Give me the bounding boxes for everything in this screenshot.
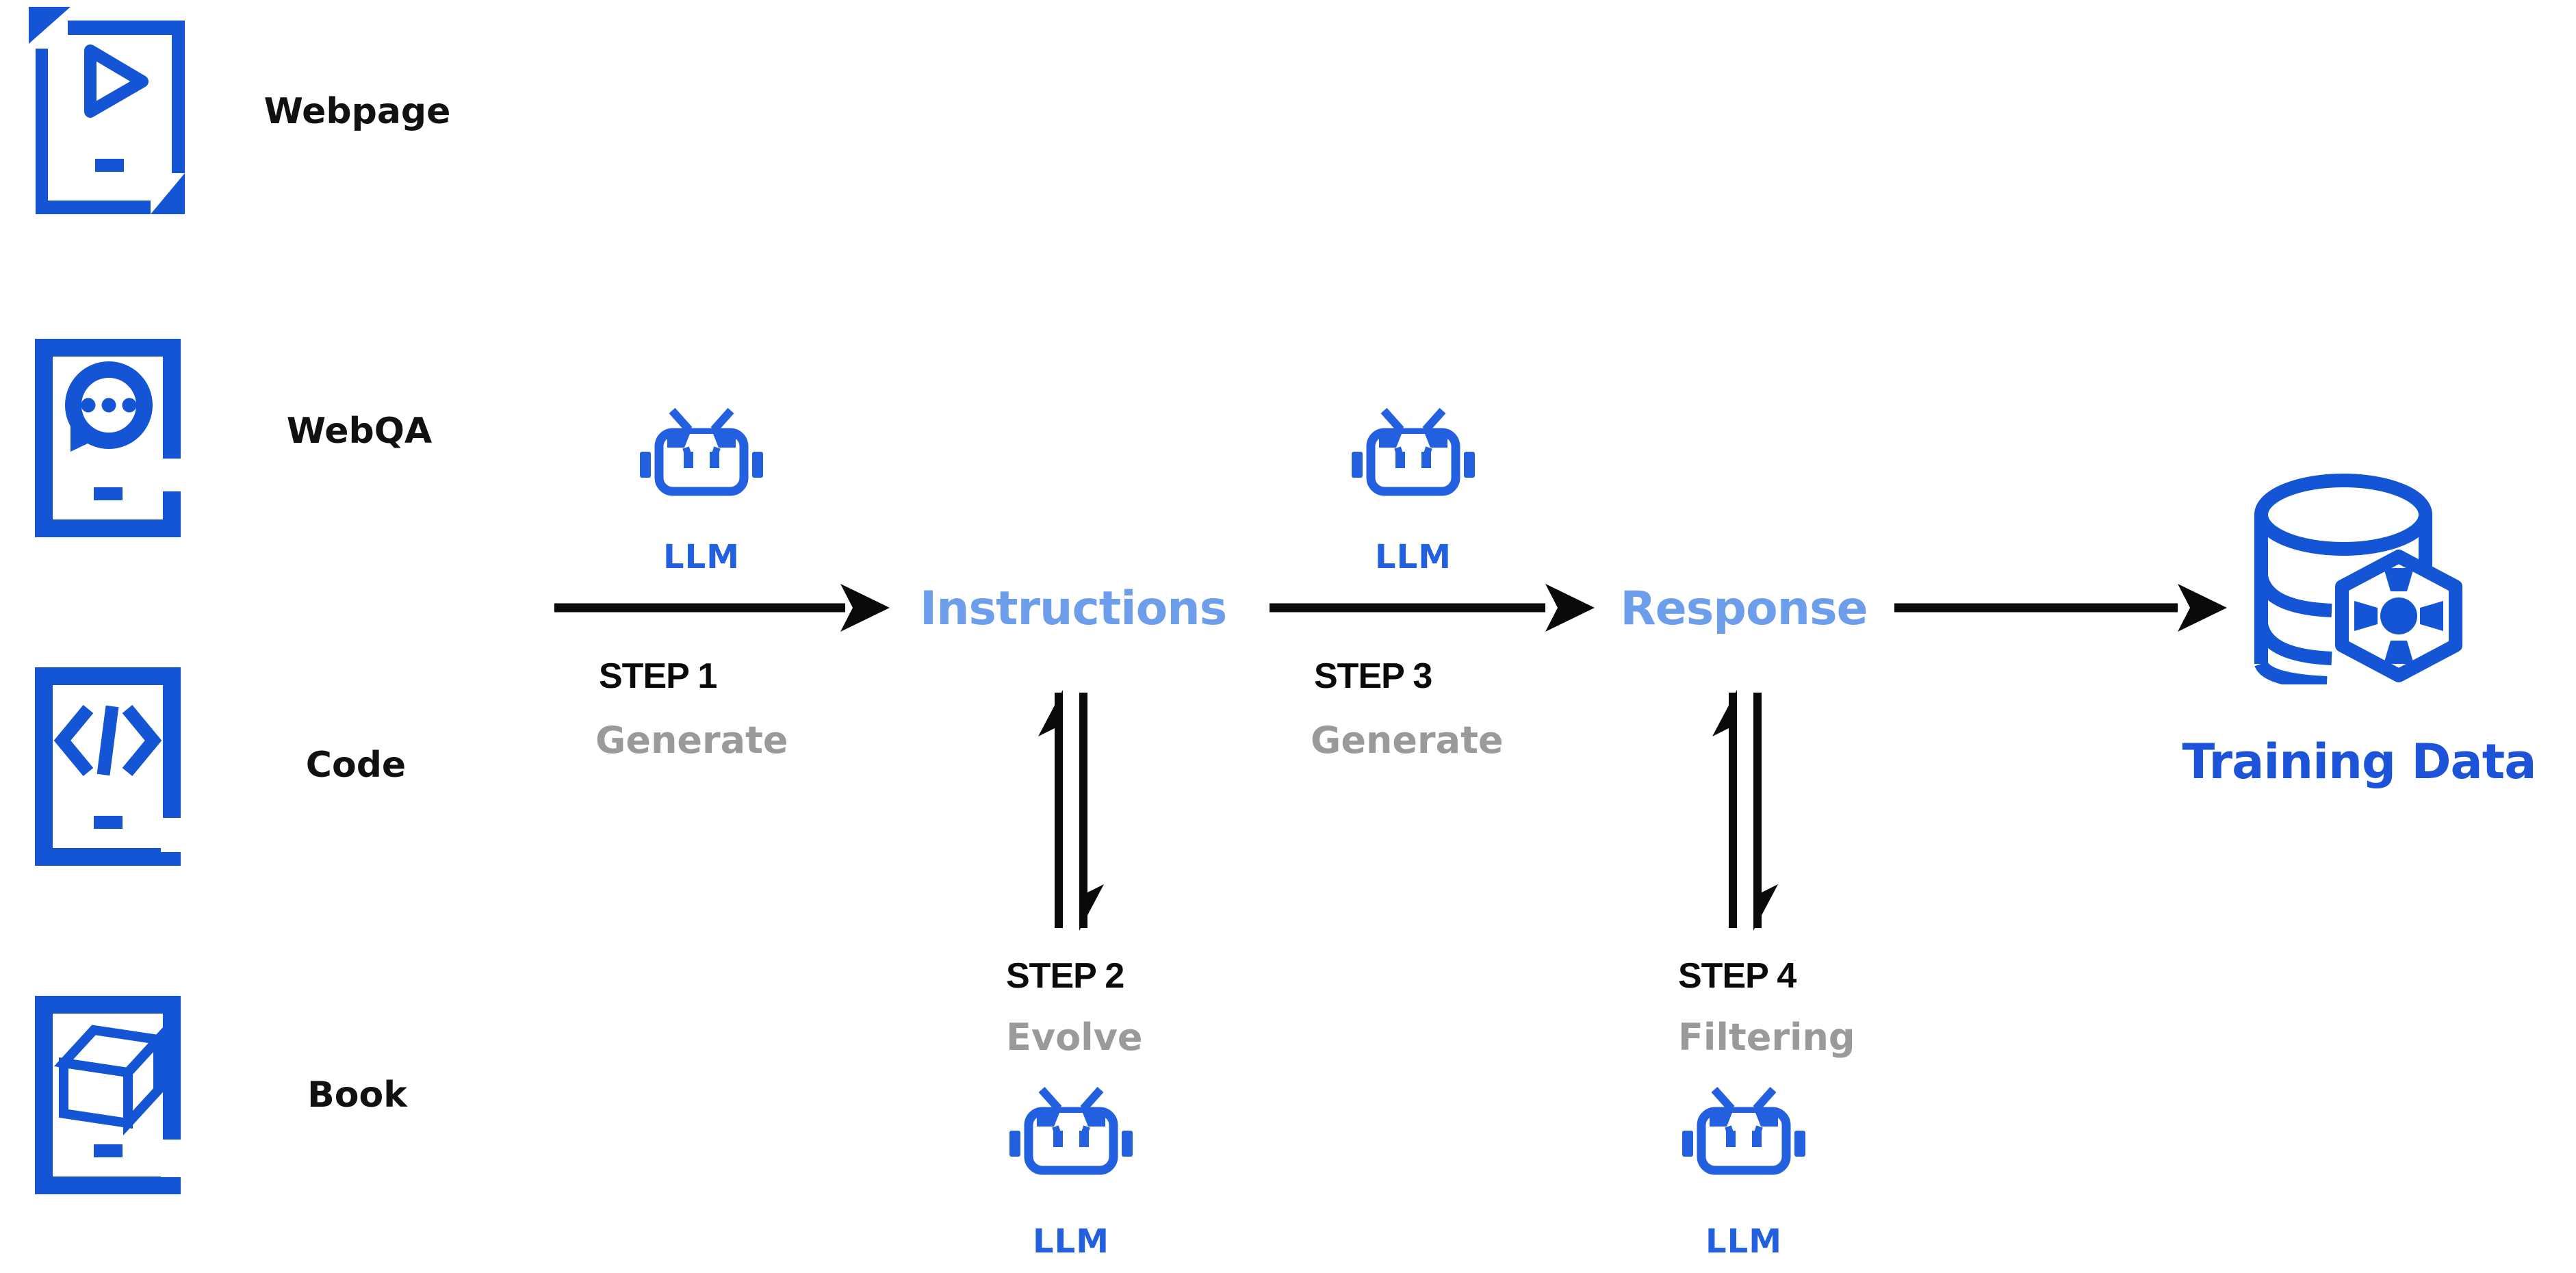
llm-label: LLM — [1375, 538, 1452, 576]
node-response: Response — [1620, 582, 1868, 636]
database-icon — [2254, 474, 2462, 684]
step3-label: STEP 3 — [1314, 656, 1432, 696]
llm-label: LLM — [1705, 1222, 1782, 1261]
step1-label: STEP 1 — [599, 656, 717, 696]
llm-label: LLM — [663, 538, 740, 576]
step3-action: Generate — [1311, 719, 1504, 762]
arrow-output-icon — [1894, 584, 2227, 632]
step1-action: Generate — [595, 719, 788, 762]
llm-robot-icon — [640, 408, 763, 496]
step2-action: Evolve — [1006, 1016, 1143, 1059]
double-arrow-step4-icon — [1712, 690, 1778, 931]
step4-action: Filtering — [1678, 1016, 1855, 1059]
source-label-book: Book — [307, 1075, 407, 1116]
step4-label: STEP 4 — [1678, 956, 1796, 996]
node-training-data: Training Data — [2182, 734, 2537, 790]
source-label-code: Code — [305, 745, 407, 786]
step2-label: STEP 2 — [1006, 956, 1124, 996]
source-label-webpage: Webpage — [263, 91, 451, 132]
source-label-webqa: WebQA — [286, 411, 433, 452]
book-icon — [35, 996, 185, 1194]
arrow-step3-icon — [1270, 584, 1595, 632]
arrow-step1-icon — [554, 584, 890, 632]
llm-robot-icon — [1352, 408, 1475, 496]
double-arrow-step2-icon — [1038, 690, 1104, 931]
webqa-icon — [35, 339, 185, 537]
node-instructions: Instructions — [919, 582, 1227, 636]
webpage-icon — [29, 7, 185, 214]
llm-robot-icon — [1009, 1087, 1133, 1175]
llm-label: LLM — [1033, 1222, 1109, 1261]
llm-robot-icon — [1682, 1087, 1805, 1175]
code-icon — [35, 667, 185, 866]
